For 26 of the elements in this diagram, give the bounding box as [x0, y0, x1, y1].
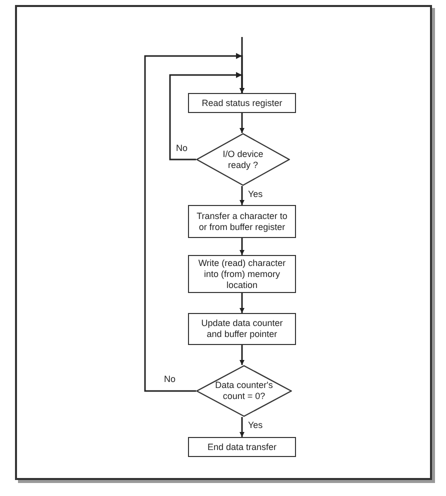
node-label: Write (read) character into (from) memory location [197, 258, 287, 290]
node-label: Data counter's count = 0? [214, 380, 274, 402]
edge-label: No [164, 374, 176, 385]
node-label: Transfer a character to or from buffer register [196, 210, 288, 232]
node-label: I/O device ready ? [222, 148, 264, 170]
arrow [240, 417, 244, 437]
node-label: Read status register [202, 98, 282, 108]
node-label: End data transfer [207, 442, 277, 452]
arrow [240, 113, 244, 133]
decision-diamond [196, 365, 292, 417]
node-label: Update data counter and buffer pointer [200, 318, 284, 340]
arrow [240, 293, 244, 313]
process-box [188, 313, 296, 345]
edge-label: Yes [248, 420, 263, 431]
arrow [169, 72, 244, 160]
edge-label: Yes [248, 189, 263, 200]
process-box [188, 437, 296, 457]
arrow [240, 186, 244, 205]
process-box [188, 93, 296, 113]
process-box [188, 205, 296, 238]
edge-label: No [176, 143, 188, 154]
arrow [240, 238, 244, 255]
decision-diamond [196, 133, 290, 186]
process-box [188, 255, 296, 293]
arrow [144, 53, 244, 392]
arrow [240, 345, 244, 365]
